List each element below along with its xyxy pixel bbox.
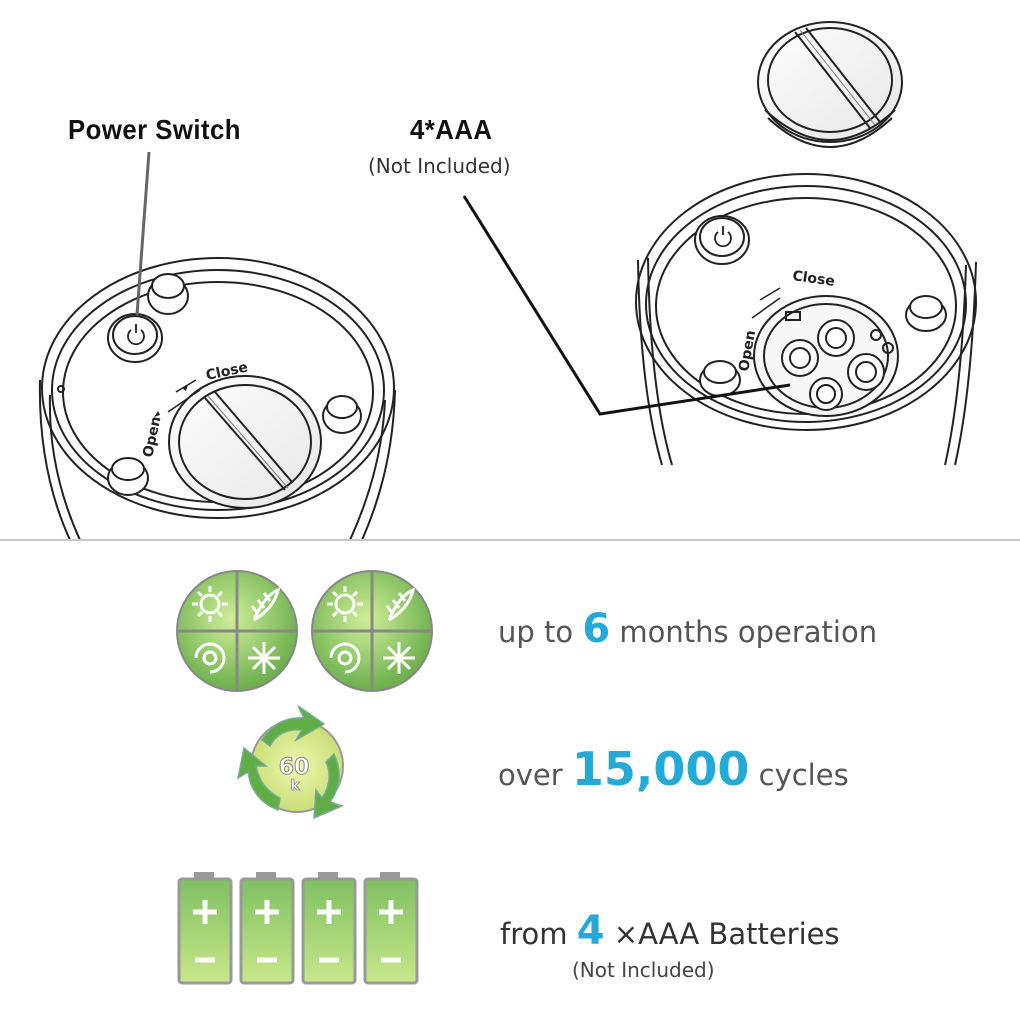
section-divider — [0, 539, 1020, 541]
feature-batteries-pre: from — [500, 917, 568, 951]
battery-note-label: (Not Included) — [368, 154, 511, 178]
feature-cycles: over 15,000 cycles — [498, 742, 849, 796]
feature-operation: up to 6 months operation — [498, 606, 877, 652]
feature-operation-pre: up to — [498, 615, 574, 649]
seasons-icon — [176, 570, 298, 692]
close-label-right: Close — [791, 268, 835, 290]
battery-icon — [239, 872, 295, 985]
open-label-right: Open — [736, 329, 759, 373]
cycle-badge-number: 60 — [279, 755, 310, 780]
feature-batteries-note: (Not Included) — [572, 958, 715, 982]
power-switch-label: Power Switch — [68, 114, 242, 145]
battery-icon — [363, 872, 419, 985]
battery-pointer-line — [462, 195, 791, 416]
feature-operation-highlight: 6 — [582, 606, 611, 652]
feature-cycles-post: cycles — [758, 758, 849, 792]
feature-operation-post: months operation — [619, 615, 878, 649]
feature-batteries-post: ×AAA Batteries — [613, 917, 840, 951]
feature-cycles-pre: over — [498, 758, 563, 792]
recycle-arrows-icon: 60 k — [236, 705, 345, 820]
feature-batteries-highlight: 4 — [576, 908, 605, 954]
battery-icons-group — [177, 872, 419, 985]
device-diagram: Close Open — [38, 21, 977, 540]
open-label-left: Open — [140, 415, 164, 459]
cycle-badge-unit: k — [290, 778, 300, 794]
battery-icon — [301, 872, 357, 985]
battery-icon — [177, 872, 233, 985]
seasons-icon — [311, 570, 433, 692]
device-right — [635, 21, 977, 466]
feature-batteries: from 4 ×AAA Batteries — [500, 908, 840, 954]
feature-cycles-highlight: 15,000 — [571, 742, 750, 796]
battery-spec-label: 4*AAA — [410, 114, 493, 145]
device-left — [38, 151, 396, 540]
